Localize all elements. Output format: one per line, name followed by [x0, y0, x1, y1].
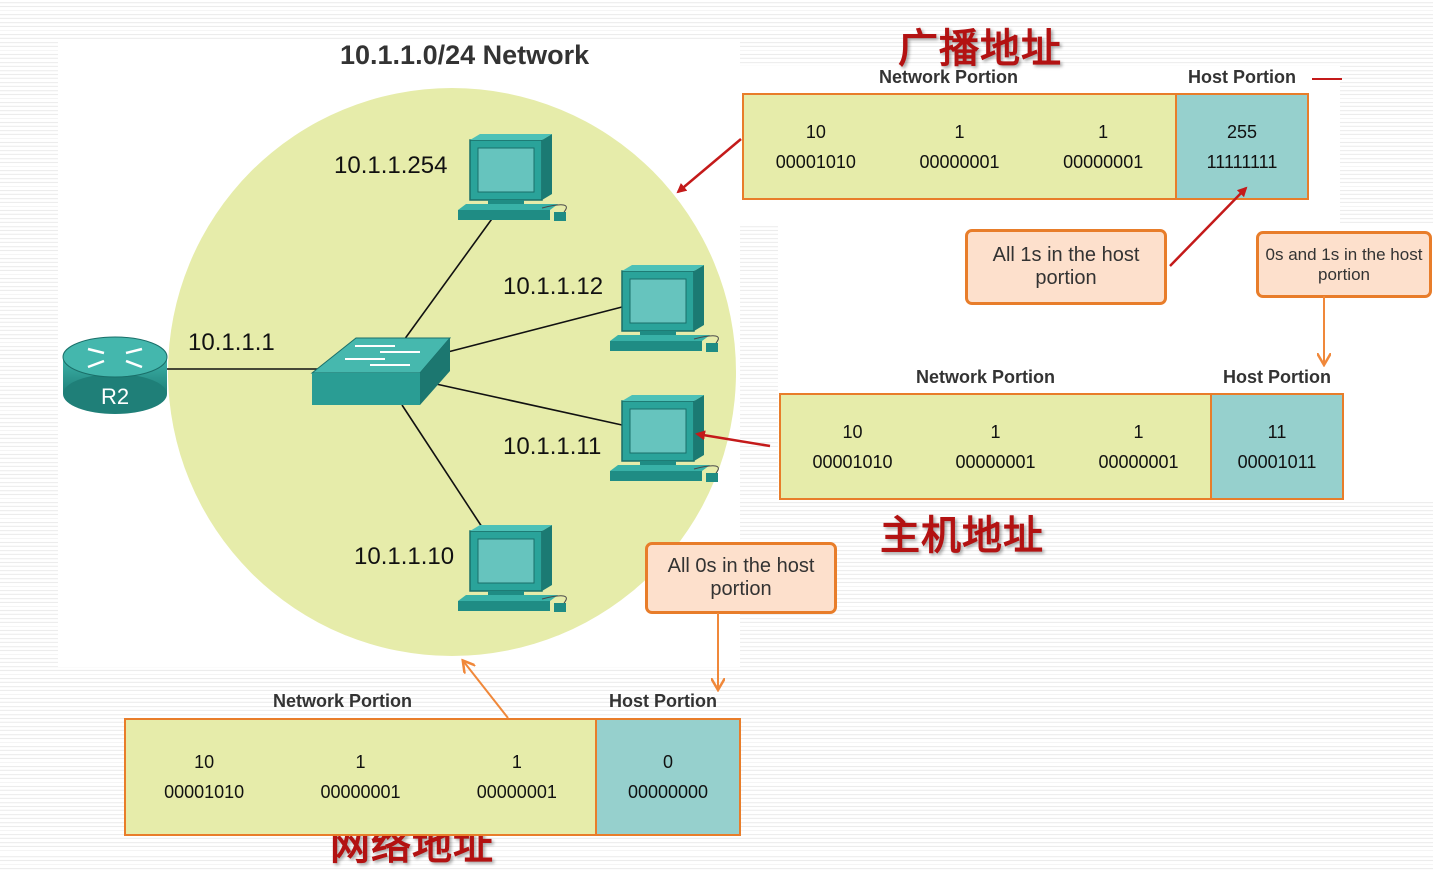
octet-decimal: 10 [194, 752, 215, 772]
octet-decimal: 1 [954, 121, 965, 142]
network-portion: 10 00001010 1 00000001 1 00000001 [126, 720, 597, 834]
host-address-box: 10 00001010 1 00000001 1 00000001 11 0000101… [779, 393, 1344, 500]
ip-pc-2: 10.1.1.12 [503, 273, 604, 300]
broadcast-network-portion-label: Network Portion [879, 67, 1019, 87]
octet-decimal: 0 [662, 752, 673, 772]
octet-binary: 00000001 [955, 451, 1036, 472]
octet-decimal: 255 [1226, 121, 1258, 142]
octet-1: 10 00001010 [744, 95, 888, 198]
host-octet: 11 00001011 [1212, 417, 1342, 477]
callout-zeros-and-ones: 0s and 1s in the host portion [1256, 231, 1432, 298]
network-network-portion-label: Network Portion [273, 691, 413, 711]
host-network-portion-label: Network Portion [916, 367, 1056, 387]
network-portion: 10 00001010 1 00000001 1 00000001 [744, 95, 1177, 198]
octet-decimal: 1 [355, 752, 366, 772]
host-host-portion-label: Host Portion [1223, 367, 1331, 387]
host-portion: 255 11111111 [1177, 95, 1307, 198]
octet-binary: 00000001 [1063, 151, 1144, 172]
octet-binary: 00000001 [476, 782, 557, 802]
ip-pc-4: 10.1.1.10 [354, 543, 455, 570]
broadcast-address-box: 10 00001010 1 00000001 1 00000001 255 111111… [742, 93, 1309, 200]
host-octet: 255 11111111 [1177, 117, 1307, 177]
octet-decimal: 10 [805, 121, 826, 142]
octet-2: 1 00000001 [924, 395, 1067, 498]
octet-decimal: 1 [1098, 121, 1109, 142]
octet-binary: 00000000 [627, 782, 709, 802]
network-title: 10.1.1.0/24 Network [340, 40, 590, 70]
diagram-panel [58, 40, 740, 667]
broadcast-address-label: 广播地址 [898, 25, 1062, 72]
host-portion: 11 00001011 [1212, 395, 1342, 498]
octet-decimal: 1 [990, 421, 1001, 442]
callout-all-ones: All 1s in the host portion [965, 229, 1167, 305]
octet-3: 1 00000001 [1067, 395, 1210, 498]
octet-binary: 11111111 [1206, 151, 1278, 172]
octet-binary: 00000001 [919, 151, 1000, 172]
ip-pc-3: 10.1.1.11 [503, 433, 602, 460]
ip-pc-1: 10.1.1.254 [334, 152, 448, 179]
network-host-portion-label: Host Portion [609, 691, 717, 711]
octet-3: 1 00000001 [1031, 95, 1175, 198]
octet-2: 1 00000001 [888, 95, 1032, 198]
octet-binary: 00001011 [1237, 451, 1317, 472]
octet-3: 1 00000001 [439, 720, 595, 834]
ip-router-interface: 10.1.1.1 [188, 329, 275, 356]
octet-1: 10 00001010 [126, 720, 282, 834]
octet-decimal: 1 [511, 752, 522, 772]
network-portion: 10 00001010 1 00000001 1 00000001 [781, 395, 1212, 498]
octet-binary: 00000001 [1098, 451, 1179, 472]
octet-binary: 00001010 [775, 151, 856, 172]
octet-decimal: 11 [1267, 421, 1287, 442]
arrow-network [464, 662, 509, 719]
broadcast-host-portion-label: Host Portion [1188, 67, 1296, 87]
octet-binary: 00001010 [812, 451, 893, 472]
octet-decimal: 1 [1133, 421, 1144, 442]
octet-2: 1 00000001 [282, 720, 438, 834]
octet-binary: 00001010 [164, 782, 245, 802]
callout-all-zeros: All 0s in the host portion [645, 542, 837, 614]
octet-binary: 00000001 [320, 782, 401, 802]
octet-1: 10 00001010 [781, 395, 924, 498]
host-address-label: 主机地址 [880, 512, 1044, 559]
octet-decimal: 10 [842, 421, 863, 442]
